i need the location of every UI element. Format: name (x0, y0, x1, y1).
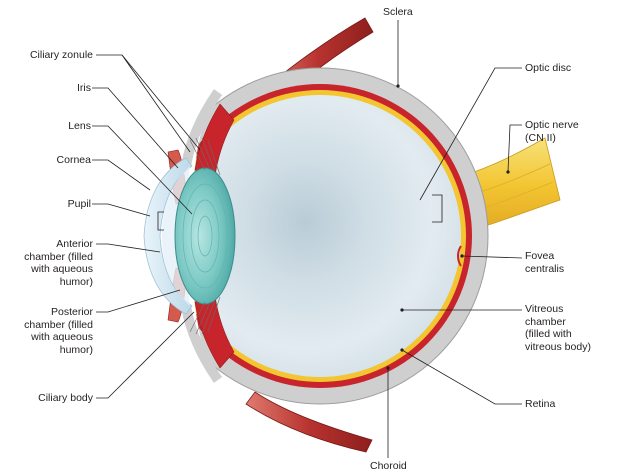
inferior-muscle (245, 391, 373, 453)
vitreous-body (179, 95, 461, 377)
fovea-dip (457, 245, 462, 267)
label-posterior-chamber: Posterior chamber (filled with aqueous h… (24, 306, 93, 356)
label-pupil: Pupil (67, 198, 91, 210)
label-vitreous-chamber: Vitreous chamber (filled with vitreous b… (525, 303, 591, 353)
label-iris: Iris (77, 82, 91, 94)
ciliary-zonule-fibers (189, 137, 221, 335)
label-fovea-centralis: Fovea centralis (525, 250, 565, 275)
label-ciliary-zonule: Ciliary zonule (29, 49, 93, 61)
label-ciliary-body: Ciliary body (38, 392, 93, 404)
label-sclera: Sclera (383, 6, 413, 18)
label-cornea: Cornea (56, 154, 91, 166)
cornea-shape (143, 157, 193, 315)
leader-lines (92, 20, 523, 458)
label-anterior-chamber: Anterior chamber (filled with aqueous hu… (24, 238, 93, 288)
lens-shape (174, 167, 236, 305)
label-retina: Retina (525, 398, 556, 410)
label-choroid: Choroid (370, 460, 407, 472)
label-optic-nerve: Optic nerve (CN II) (525, 119, 579, 144)
label-lens: Lens (68, 120, 91, 132)
label-optic-disc: Optic disc (525, 62, 572, 74)
